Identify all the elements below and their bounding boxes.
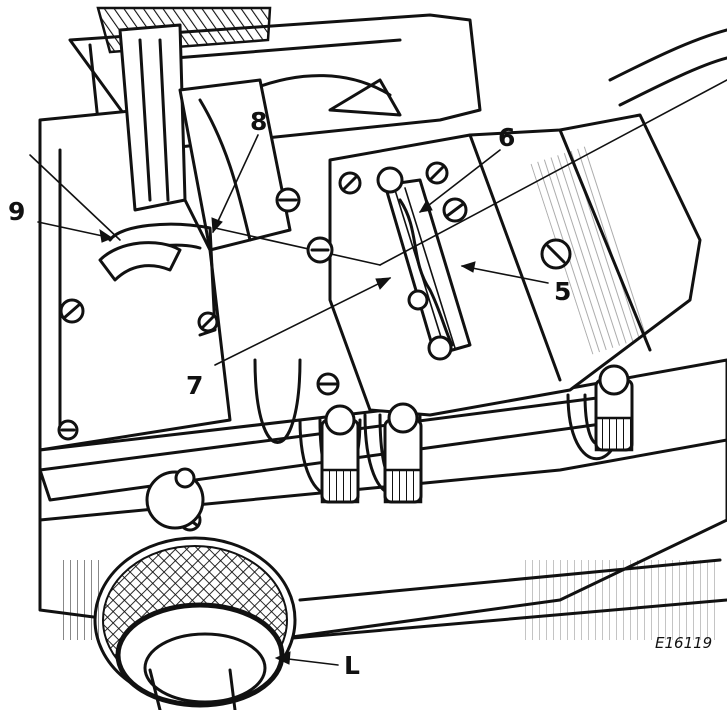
leader-line-9 [37,221,113,239]
arrowhead-9 [99,228,114,243]
drawing-code: E16119 [655,634,712,652]
leader-line-5 [461,265,549,284]
leader-lines [37,134,549,666]
leader-line-7 [214,277,391,366]
tension-assembly [376,166,472,361]
callout-9: 9 [8,197,25,226]
callout-L: L [344,651,360,680]
callout-8: 8 [250,107,267,136]
arrowhead-7 [375,277,392,290]
arrowhead-6 [419,198,433,213]
callout-6: 6 [498,123,515,152]
callouts: 9 8 6 5 7 L E16119 [8,107,712,680]
arrowhead-8 [211,217,223,234]
adjusting-ring [60,536,297,710]
leader-line-6 [419,149,501,213]
feed-plate [328,113,702,417]
shaft-and-brackets [38,358,634,530]
arrowhead-L [274,651,291,665]
arrowhead-5 [460,261,476,273]
leader-line-8 [212,134,259,233]
needle-area [29,23,727,337]
callout-5: 5 [554,277,571,306]
callout-7: 7 [186,371,203,400]
